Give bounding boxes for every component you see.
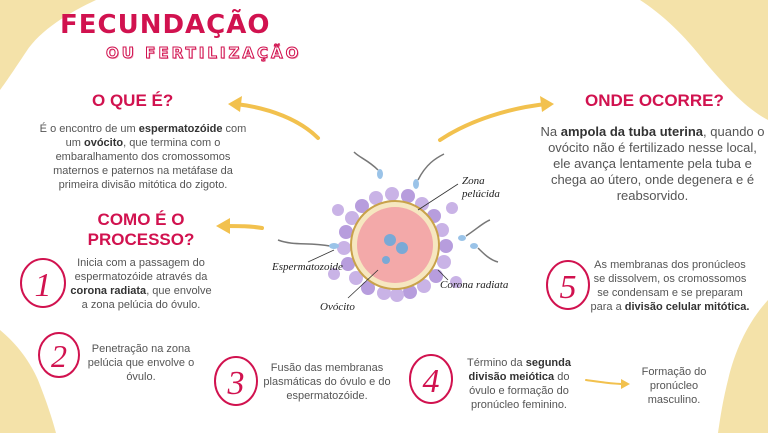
- leader-ovocito: [347, 269, 379, 299]
- step-1-text-part: , que envolve a zona pelúcia do óvulo.: [81, 285, 212, 311]
- arrow-head-where: [540, 96, 554, 112]
- fertilization-diagram: Zona pelúcida Espermatozoide Corona radi…: [271, 151, 508, 313]
- step-2-badge: 2: [38, 332, 80, 378]
- what-bold-oocyte: ovócito: [84, 137, 124, 149]
- what-bold-sperm: espermatozóide: [138, 123, 223, 135]
- what-text-part: , que termina com o embaralhamento dos c…: [53, 137, 233, 191]
- main-title: FECUNDAÇÃO: [60, 10, 271, 40]
- step-1-text: Inicia com a passagem do espermatozóide …: [70, 256, 212, 312]
- leader-espermatozoide: [307, 249, 335, 263]
- step-2-number: 2: [51, 338, 67, 374]
- process-heading-line2: PROCESSO?: [87, 230, 195, 249]
- step-5-badge: 5: [546, 260, 590, 310]
- what-text-part: com um: [65, 123, 247, 149]
- corona-cells: [328, 187, 462, 302]
- step-3-badge: 3: [214, 356, 258, 406]
- blob-top-left: [0, 0, 96, 90]
- pronucleus-b: [396, 242, 408, 254]
- what-text-part: É o encontro de um: [39, 123, 139, 135]
- arrow-to-pronucleus: [585, 379, 625, 385]
- blob-bottom-left: [0, 330, 56, 433]
- step-3-number: 3: [227, 365, 245, 402]
- arrow-head-pronucleus: [621, 379, 630, 389]
- arrow-head-process: [216, 218, 230, 234]
- label-zona: Zona: [462, 175, 485, 187]
- blob-bottom-right: [718, 300, 768, 433]
- arrow-to-where: [438, 102, 548, 142]
- leader-zona: [417, 183, 459, 211]
- arrow-head-what: [228, 96, 242, 112]
- process-heading: COMO É O PROCESSO?: [86, 210, 196, 250]
- subtitle: OU FERTILIZAÇÃO: [105, 44, 302, 63]
- step-4-bold: segunda divisão meiótica: [468, 357, 571, 383]
- label-espermatozoide: Espermatozoide: [271, 261, 343, 273]
- where-text: Na ampola da tuba uterina, quando o ovóc…: [540, 124, 765, 204]
- sperm-cells: [277, 151, 499, 263]
- step-5-bold: divisão celular mitótica.: [624, 301, 750, 313]
- sperm-head-inner: [382, 256, 390, 264]
- where-text-part: Na: [540, 124, 561, 139]
- step-4-number: 4: [423, 363, 440, 400]
- step-1-number: 1: [35, 267, 52, 304]
- step-2-text: Penetração na zona pelúcia que envolve o…: [87, 343, 195, 383]
- step-4-text-part: Término da: [467, 357, 526, 369]
- step-1-text-part: Inicia com a passagem do espermatozóide …: [74, 257, 208, 283]
- where-text-part: , quando o ovócito não é fertilizado nes…: [548, 124, 765, 203]
- what-text: É o encontro de um espermatozóide com um…: [38, 122, 248, 192]
- process-heading-line1: COMO É O: [97, 210, 185, 229]
- arrow-to-what: [234, 102, 320, 140]
- step-4-text: Término da segunda divisão meiótica do ó…: [461, 356, 577, 412]
- step-3-text: Fusão das membranas plasmáticas do óvulo…: [263, 362, 391, 402]
- label-pelucida: pelúcida: [461, 188, 500, 200]
- where-heading: ONDE OCORRE?: [585, 91, 724, 110]
- leader-corona: [437, 269, 449, 281]
- step-1-badge: 1: [20, 258, 66, 308]
- step-5-text-part: As membranas dos pronúcleos se dissolvem…: [590, 259, 747, 313]
- what-heading: O QUE É?: [92, 91, 174, 110]
- step-1-bold: corona radiata: [70, 285, 147, 297]
- where-bold-ampulla: ampola da tuba uterina: [560, 124, 704, 139]
- oocyte: [357, 207, 433, 283]
- label-ovocito: Ovócito: [320, 301, 355, 313]
- step-4-badge: 4: [409, 354, 453, 404]
- blob-top-right: [640, 0, 768, 120]
- label-corona: Corona radiata: [440, 279, 508, 291]
- step-5-number: 5: [560, 269, 577, 306]
- step-5-text: As membranas dos pronúcleos se dissolvem…: [590, 258, 750, 314]
- step-4-text-part: do óvulo e formação do pronúcleo feminin…: [469, 371, 570, 411]
- pronucleus-a: [384, 234, 396, 246]
- male-pronucleus-text: Formação do pronúcleo masculino.: [641, 366, 707, 406]
